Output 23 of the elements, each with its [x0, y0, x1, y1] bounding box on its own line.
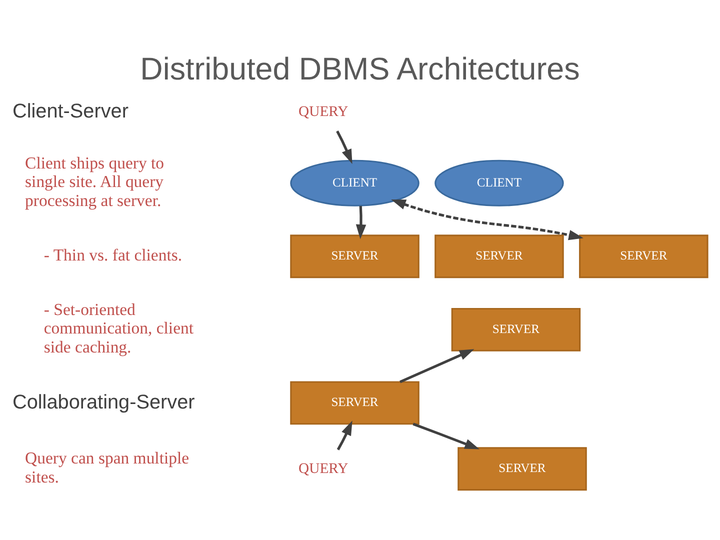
- label: - Thin vs. fat clients.: [44, 245, 182, 264]
- node-box: SERVER: [290, 381, 420, 425]
- arrow: [356, 206, 366, 240]
- label: - Set-oriented communication, client side caching.: [44, 300, 194, 356]
- diagram-title: Distributed DBMS Architectures: [140, 51, 580, 86]
- node-ellipse: CLIENT: [290, 160, 420, 206]
- arrow: [400, 349, 474, 384]
- node-box: SERVER: [451, 308, 581, 352]
- node-text: QUERY: [298, 104, 348, 120]
- label: Collaborating-Server: [12, 391, 195, 414]
- arrow: [412, 422, 480, 450]
- node-box: SERVER: [458, 447, 587, 491]
- arrow: [336, 420, 352, 450]
- arrow: [391, 200, 584, 240]
- node-box: SERVER: [290, 234, 420, 278]
- label: Client-Server: [12, 100, 128, 122]
- node-ellipse: CLIENT: [434, 160, 564, 206]
- node-text: QUERY: [298, 460, 348, 477]
- label: Client ships query to single site. All query processing at server.: [25, 153, 164, 210]
- node-box: SERVER: [434, 234, 564, 278]
- label: Query can span multiple sites.: [25, 448, 190, 486]
- node-box: SERVER: [579, 234, 708, 278]
- arrow: [336, 130, 352, 164]
